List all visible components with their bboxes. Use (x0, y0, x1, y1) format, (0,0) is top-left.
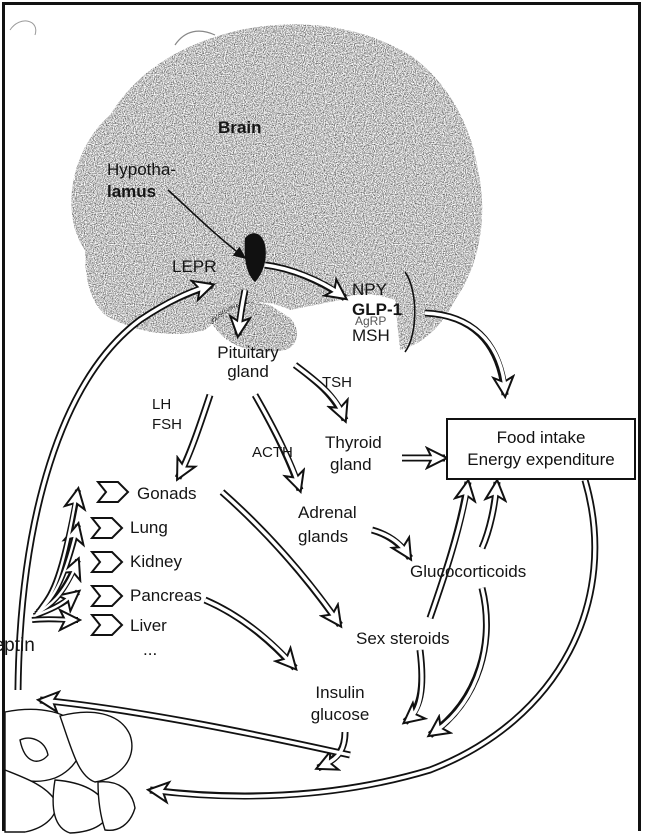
liver-label: Liver (130, 616, 167, 636)
liver-chevron-icon (92, 615, 122, 635)
msh-label: MSH (352, 326, 390, 346)
arrow-pancreas-insulin (205, 600, 295, 668)
lepr-label: LEPR (172, 257, 216, 277)
glucose-label: glucose (300, 705, 380, 725)
food-intake-label: Food intake (448, 427, 634, 449)
lh-label: LH (152, 395, 171, 415)
food-intake-box: Food intake Energy expenditure (446, 418, 636, 480)
pituitary-label-line1: Pituitary (203, 343, 293, 363)
brain-label: Brain (218, 118, 261, 138)
leptin-label: Leptin (0, 636, 35, 656)
arrow-sexsteroids-insulin (405, 650, 422, 722)
tsh-label: TSH (322, 373, 352, 393)
thyroid-label-line1: Thyroid (325, 433, 382, 453)
kidney-label: Kidney (130, 552, 182, 572)
adrenal-label-line2: glands (298, 527, 348, 547)
fsh-label: FSH (152, 415, 182, 435)
pituitary-label-line2: gland (203, 362, 293, 382)
pancreas-chevron-icon (92, 586, 122, 606)
pancreas-label: Pancreas (130, 586, 202, 606)
npy-label: NPY (352, 280, 387, 300)
energy-expenditure-label: Energy expenditure (448, 449, 634, 471)
organ-icons (92, 482, 128, 635)
arrow-adrenal-gluco (372, 530, 410, 558)
sex-steroids-label: Sex steroids (356, 629, 450, 649)
acth-label: ACTH (252, 443, 293, 463)
thyroid-label-line2: gland (330, 455, 372, 475)
hypothalamus-label-line2: lamus (107, 182, 156, 202)
hypothalamus-label-line1: Hypotha- (107, 160, 176, 180)
lung-chevron-icon (92, 518, 122, 538)
glucocorticoids-label: Glucocorticoids (410, 562, 526, 582)
gonads-label: Gonads (137, 484, 197, 504)
adipose-tissue-illustration (5, 709, 135, 833)
gonads-chevron-icon (98, 482, 128, 502)
adrenal-label-line1: Adrenal (298, 503, 357, 523)
kidney-chevron-icon (92, 552, 122, 572)
organs-ellipsis: ... (143, 640, 157, 660)
lung-label: Lung (130, 518, 168, 538)
insulin-label: Insulin (300, 683, 380, 703)
